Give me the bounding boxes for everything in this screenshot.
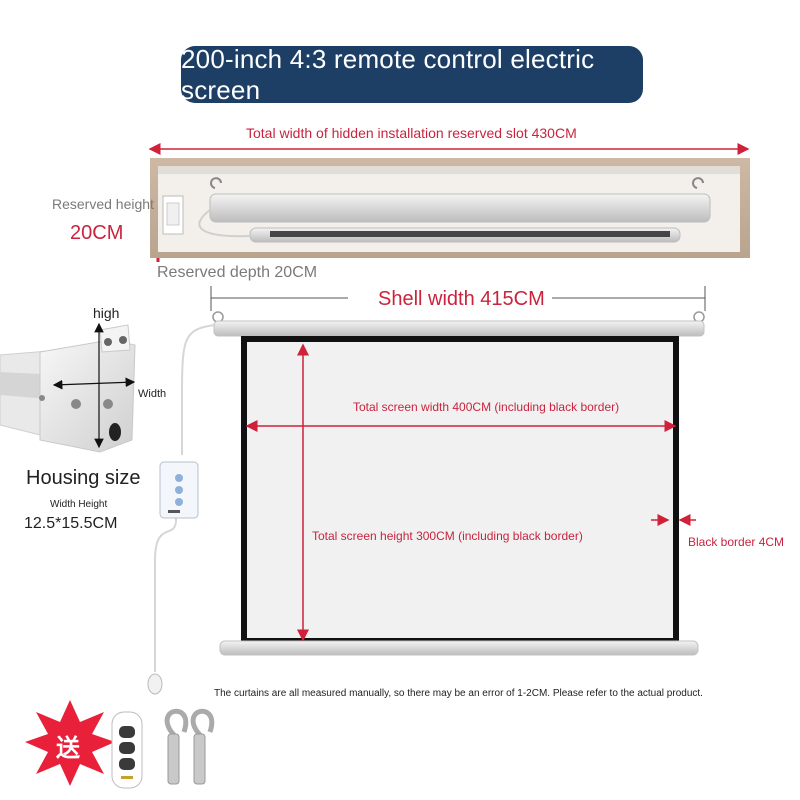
housing-size-value: 12.5*15.5CM: [24, 515, 118, 532]
housing-size-subtitle: Width Height: [50, 499, 108, 510]
projection-screen: [219, 336, 699, 656]
gift-label: 送: [56, 735, 80, 762]
ceiling-slot: [150, 158, 750, 258]
wired-controller: [147, 324, 215, 695]
slot-width-label: Total width of hidden installation reser…: [246, 125, 577, 141]
reserved-height-value: 20CM: [70, 222, 124, 244]
screen-housing-bar: [212, 311, 705, 337]
remote-control-icon: [111, 711, 143, 789]
gift-burst-icon: [25, 700, 115, 786]
reserved-height-label: Reserved height: [52, 196, 154, 212]
housing-high-label: high: [93, 305, 120, 321]
housing-cross-section: [0, 322, 136, 453]
shell-width-label: Shell width 415CM: [378, 288, 545, 310]
page-title: 200-inch 4:3 remote control electric scr…: [181, 44, 643, 105]
housing-width-label: Width: [138, 388, 167, 400]
housing-size-title: Housing size: [26, 467, 141, 489]
screen-height-label: Total screen height 300CM (including bla…: [312, 529, 583, 543]
screen-width-label: Total screen width 400CM (including blac…: [353, 400, 620, 414]
disclaimer-text: The curtains are all measured manually, …: [214, 688, 703, 699]
black-border-label: Black border 4CM: [688, 535, 785, 549]
hooks-icon: [164, 708, 215, 785]
reserved-depth-label: Reserved depth 20CM: [157, 264, 318, 281]
